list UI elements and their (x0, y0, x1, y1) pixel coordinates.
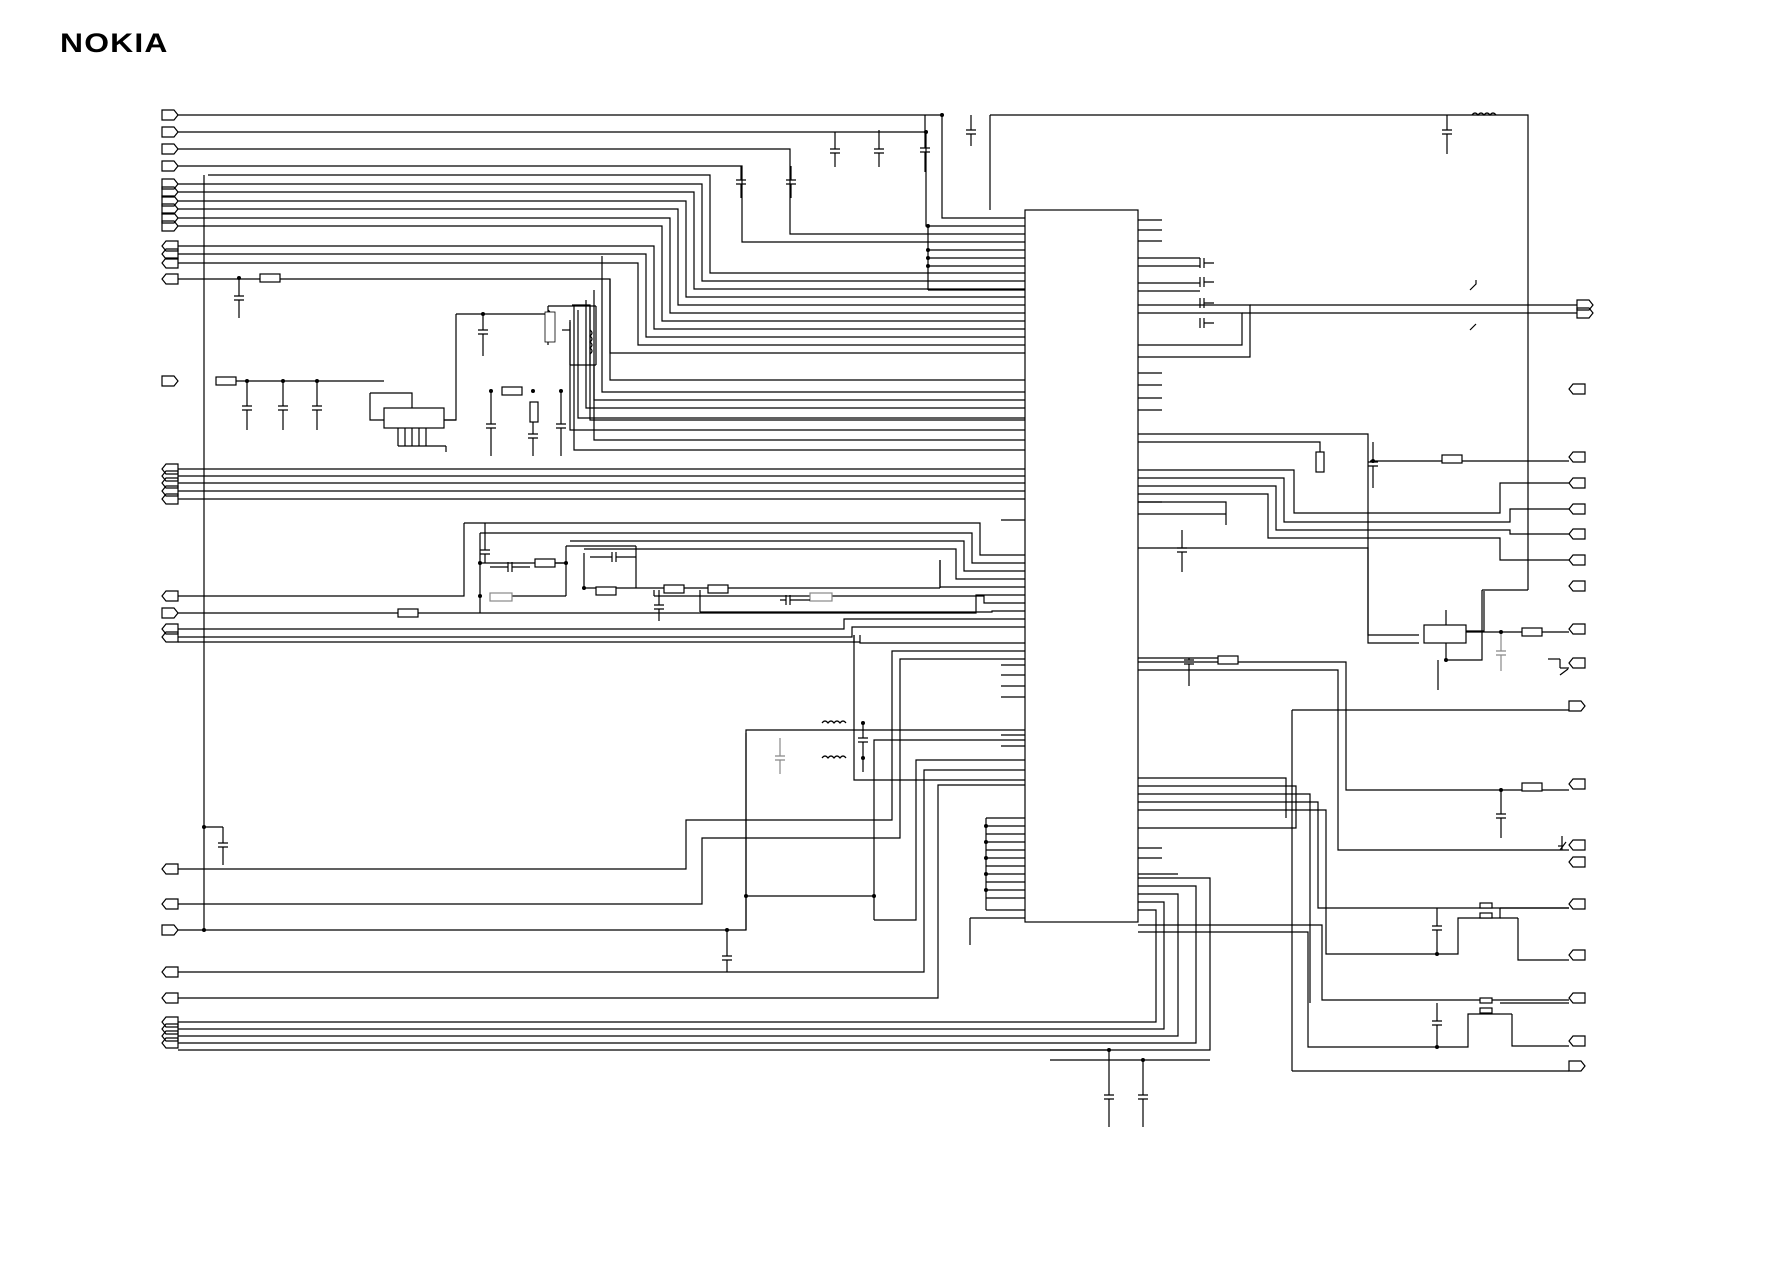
ic-left-pins (1001, 519, 1025, 747)
inductors (547, 112, 1497, 759)
resistors (215, 273, 1543, 1014)
transformer (444, 305, 597, 421)
capacitors (218, 115, 1506, 1127)
regulator-ic (236, 380, 456, 452)
switches (1469, 280, 1569, 851)
right-ports (1568, 299, 1594, 1072)
left-ports (161, 109, 179, 1049)
right-wires (989, 114, 1577, 1072)
junctions (202, 113, 1503, 1062)
ic-right-pins (1138, 219, 1162, 859)
oscillator (1423, 610, 1467, 660)
misc-stubs (204, 826, 1210, 1061)
left-wires (178, 114, 1211, 1051)
main-ic (1024, 209, 1139, 923)
nokia-logo: NOKIA (60, 28, 169, 58)
